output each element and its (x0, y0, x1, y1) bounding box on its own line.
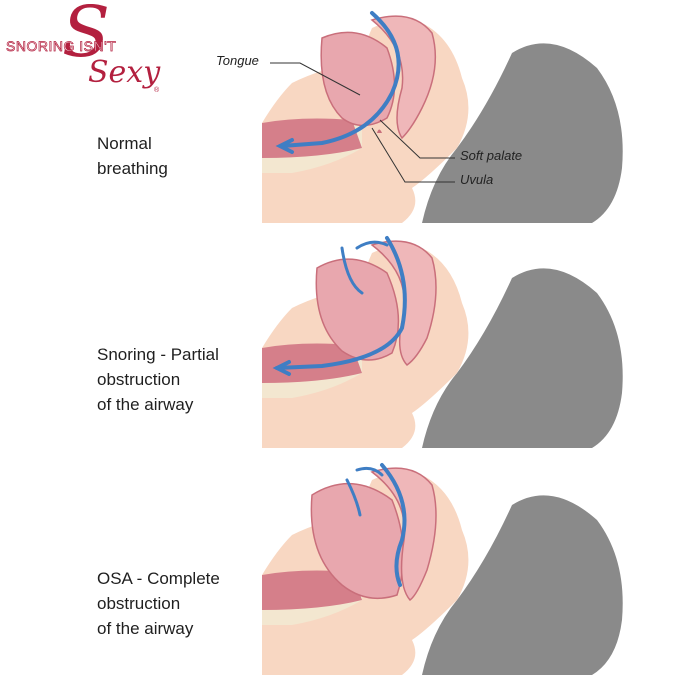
illustration-snoring (262, 233, 680, 448)
label-uvula: Uvula (460, 172, 494, 187)
caption-normal-breathing: Normal breathing (97, 131, 168, 181)
brand-logo: S SNORING ISN'T Sexy ® (4, 0, 164, 94)
caption-line: of the airway (97, 395, 194, 414)
illustration-osa (262, 460, 680, 675)
airflow-branch (340, 240, 389, 295)
airflow-arrow (275, 236, 407, 370)
logo-graphic: S SNORING ISN'T Sexy ® (6, 0, 162, 94)
caption-line: Normal (97, 134, 152, 153)
logo-top-text: SNORING ISN'T (6, 38, 116, 54)
label-tongue: Tongue (216, 53, 259, 68)
logo-s-letter: S (62, 4, 110, 73)
caption-line: OSA - Complete (97, 569, 220, 588)
airflow-branch (345, 466, 384, 517)
hair-shape (422, 495, 623, 675)
logo-script-text: Sexy (88, 55, 161, 90)
caption-snoring: Snoring - Partial obstruction of the air… (97, 342, 219, 417)
airflow-arrowhead (275, 138, 294, 154)
label-soft-palate: Soft palate (460, 148, 523, 163)
caption-line: of the airway (97, 619, 194, 638)
caption-line: obstruction (97, 370, 181, 389)
tongue-shape (310, 483, 405, 600)
head-cross-section (262, 463, 623, 675)
tongue-shape (315, 258, 400, 361)
hair-shape (422, 43, 623, 223)
logo-registered-mark: ® (154, 86, 160, 94)
airflow-blocked (380, 463, 407, 587)
caption-line: Snoring - Partial (97, 345, 219, 364)
airflow-arrow (280, 11, 401, 148)
caption-osa: OSA - Complete obstruction of the airway (97, 566, 220, 641)
head-cross-section (262, 11, 623, 223)
head-cross-section (262, 236, 623, 448)
airflow-arrowhead (272, 360, 291, 376)
caption-line: breathing (97, 159, 168, 178)
hair-shape (422, 268, 623, 448)
caption-line: obstruction (97, 594, 181, 613)
illustration-normal-breathing (262, 8, 680, 223)
